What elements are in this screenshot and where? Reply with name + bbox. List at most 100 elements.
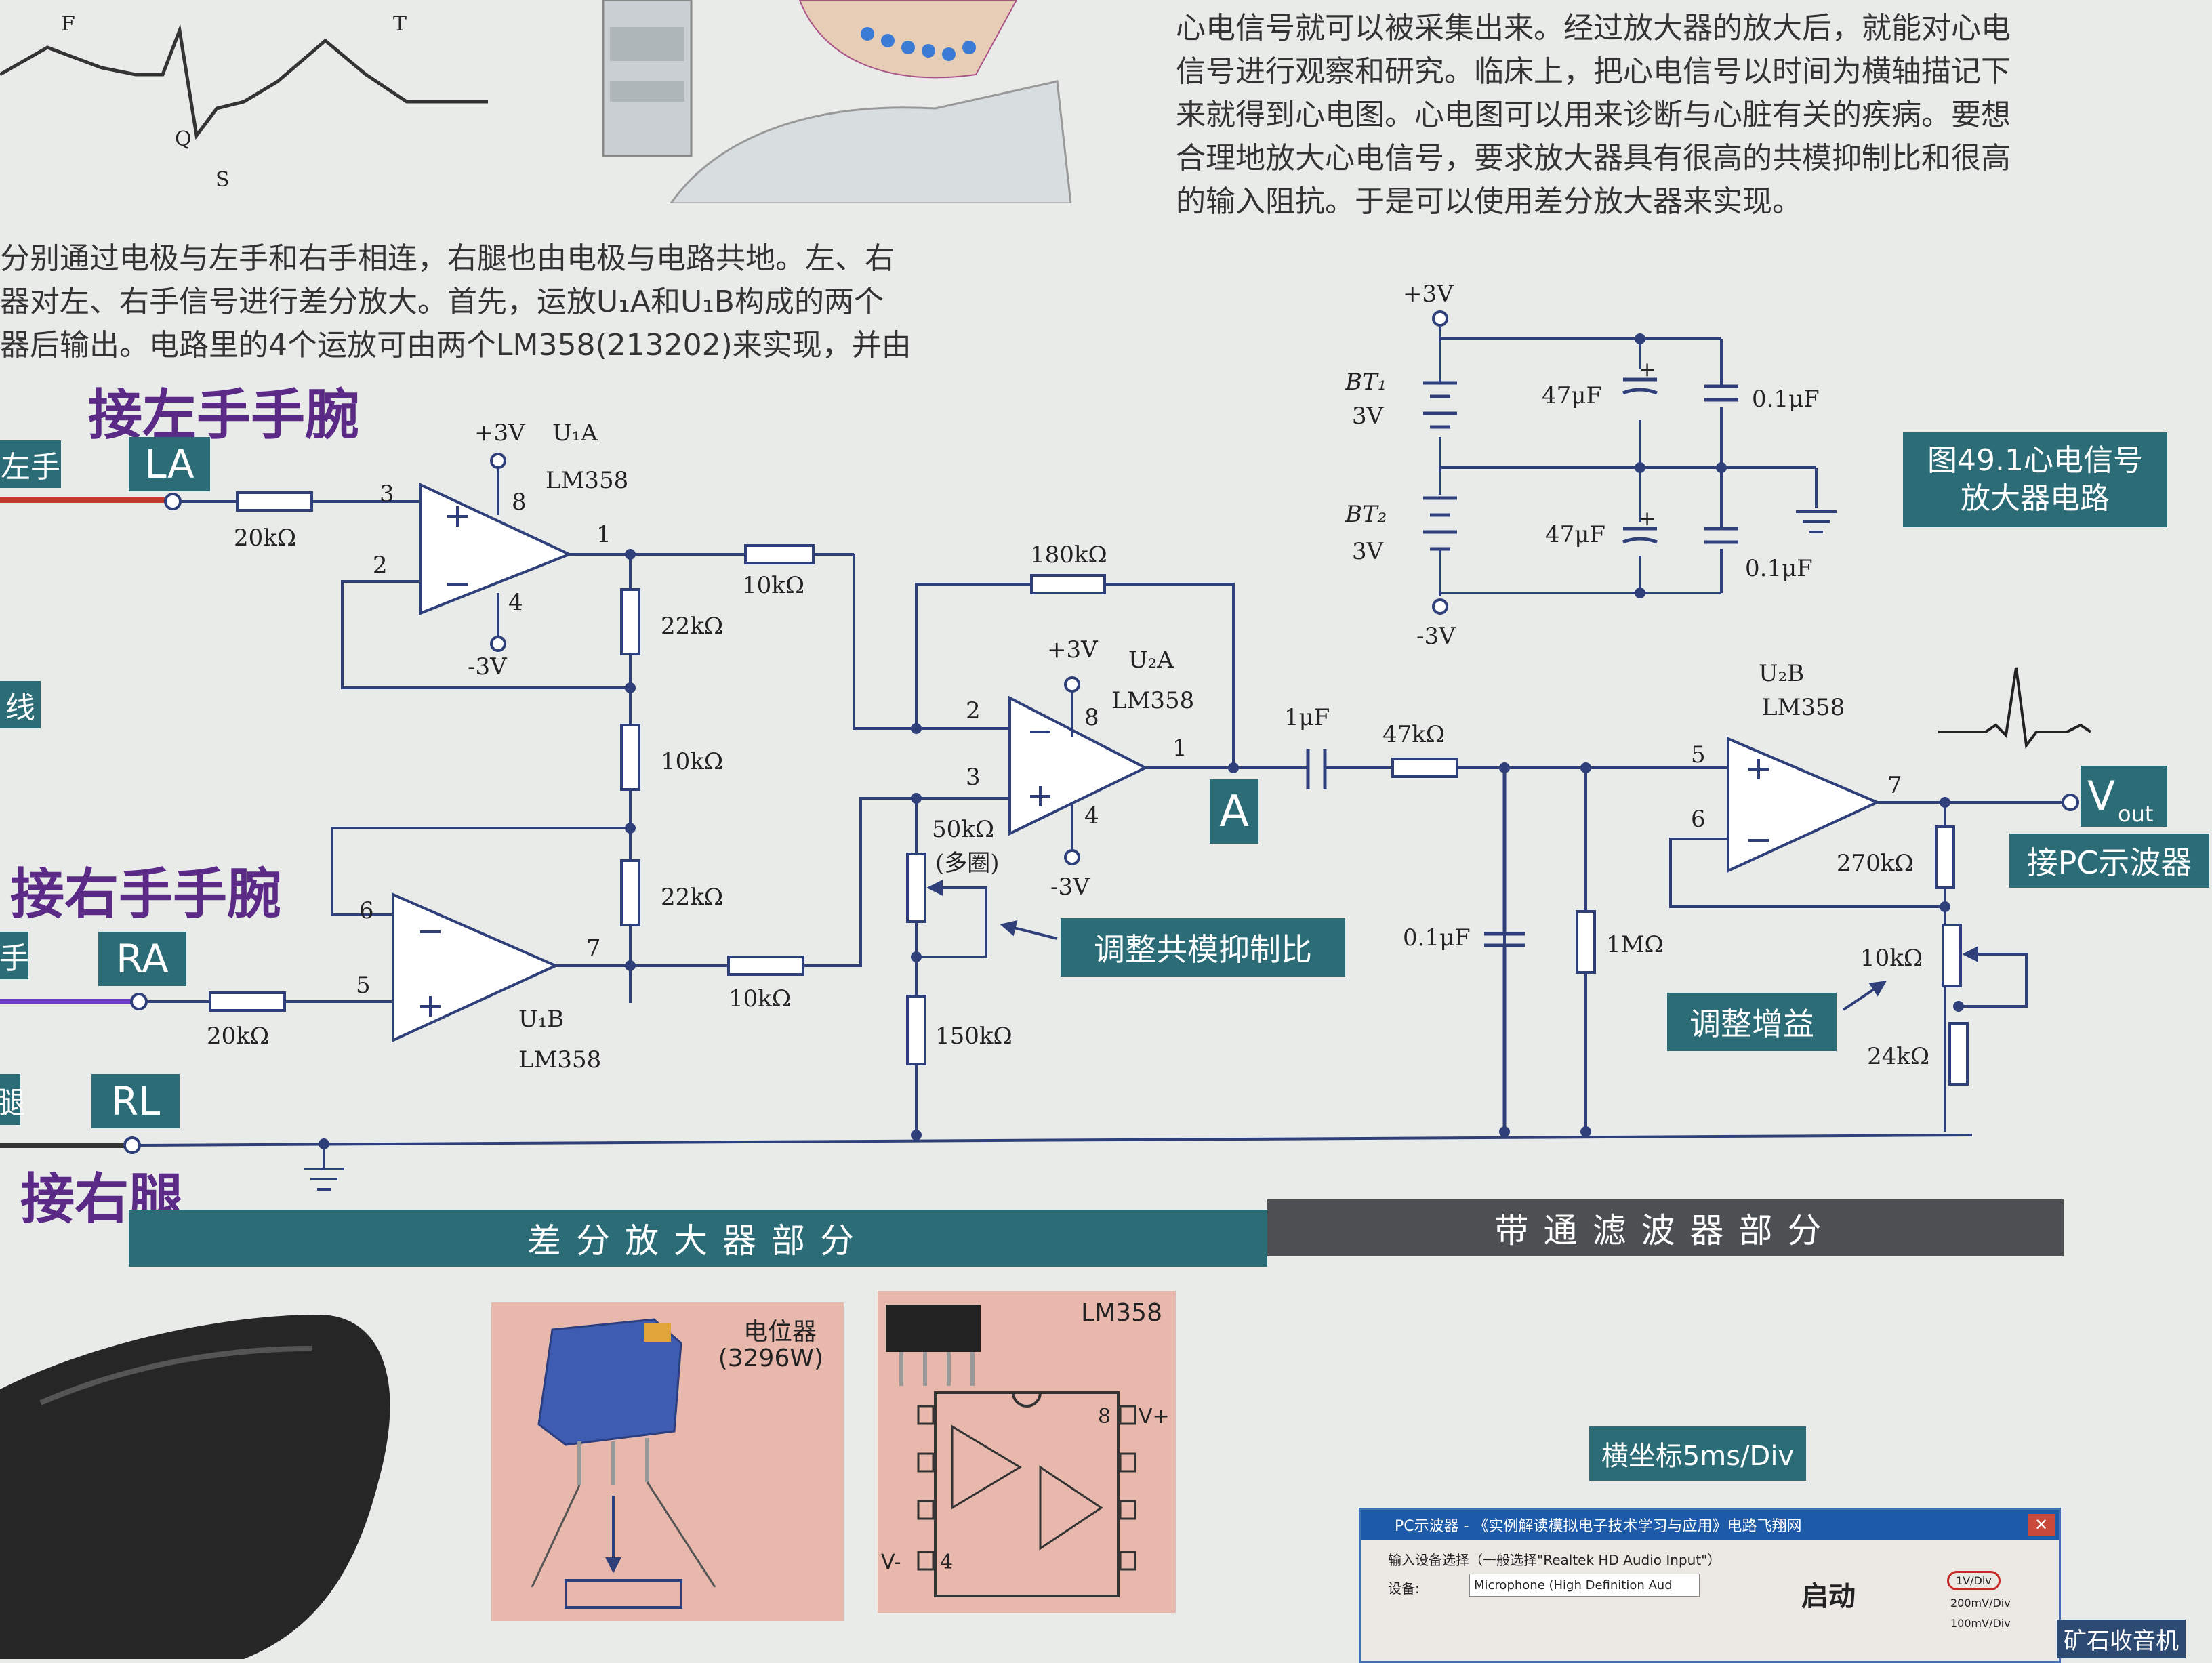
psu-bt1: BT₁: [1345, 369, 1387, 396]
r-10k-mid-label: 10kΩ: [661, 748, 723, 775]
resistor-20k-la: [236, 491, 313, 512]
u2a-pin2: 2: [966, 697, 981, 724]
ecg-label-s: S: [216, 168, 230, 190]
node-a-tag: A: [1210, 779, 1258, 844]
c-01u-label: 0.1μF: [1403, 924, 1471, 951]
psu-c3: 47μF: [1545, 521, 1605, 548]
scope-option-1v[interactable]: 1V/Div: [1947, 1571, 2001, 1590]
chip-pin4: 4: [940, 1551, 953, 1574]
chip-v-plus: V+: [1139, 1405, 1170, 1429]
resistor-10k-a: [744, 544, 815, 564]
x-axis-note-tag: 横坐标5ms/Div: [1589, 1426, 1806, 1481]
vout-tag: [2081, 766, 2167, 827]
psu-vplus: +3V: [1403, 281, 1454, 308]
opamp-u2b: [1727, 736, 1881, 874]
resistor-47k: [1391, 758, 1458, 778]
cmrr-note-tag: 调整共模抑制比: [1061, 918, 1345, 977]
resistor-1m: [1576, 910, 1596, 974]
tag-left-edge-2: 线: [0, 681, 41, 728]
resistor-10k-b: [727, 956, 804, 976]
psu-bt2: BT₂: [1345, 501, 1387, 528]
vout-sub: out: [2118, 801, 2153, 827]
watermark: 矿石收音机: [2057, 1620, 2186, 1658]
resistor-180k: [1030, 574, 1106, 594]
pot-title: 电位器: [743, 1318, 817, 1346]
ecg-top-illustration: F T Q S: [0, 12, 488, 190]
tag-la: LA: [129, 437, 210, 491]
label-left-wrist: 接左手手腕: [88, 384, 359, 447]
para-line: 信号进行观察和研究。临床上，把心电信号以时间为横轴描记下: [1176, 54, 2011, 89]
u1a-pin1: 1: [596, 521, 611, 548]
r-10k-b-label: 10kΩ: [729, 985, 791, 1012]
u2a-pin3: 3: [966, 764, 981, 791]
tag-left-edge-1: 左手: [0, 440, 61, 488]
pot-10k: [1942, 924, 1962, 987]
para-line: 分别通过电极与左手和右手相连，右腿也由电极与电路共地。左、右: [0, 241, 895, 276]
tag-left-edge-3: 手: [0, 932, 29, 979]
c-1u-label: 1μF: [1284, 704, 1330, 731]
scope-option-200mv[interactable]: 200mV/Div: [1950, 1597, 2011, 1609]
r-47k-label: 47kΩ: [1382, 721, 1445, 748]
band-bandpass: 带通滤波器部分: [1267, 1199, 2064, 1256]
pot-10k-label: 10kΩ: [1860, 945, 1923, 972]
psu-c2: 0.1μF: [1752, 386, 1820, 413]
u1b-pin6: 6: [359, 897, 374, 924]
chip-title: LM358: [1081, 1299, 1162, 1327]
para-line: 的输入阻抗。于是可以使用差分放大器来实现。: [1176, 184, 1802, 219]
u1a-pin2: 2: [373, 552, 388, 579]
u1b-pin7: 7: [586, 935, 601, 962]
para-line: 来就得到心电图。心电图可以用来诊断与心脏有关的疾病。要想: [1176, 98, 2011, 132]
scope-close-button[interactable]: ✕: [2028, 1514, 2055, 1536]
resistor-20k-ra: [209, 991, 286, 1012]
lm358-photo-panel: LM358 8 V+ 4 V-: [878, 1291, 1176, 1613]
scope-device-select[interactable]: Microphone (High Definition Aud: [1469, 1574, 1700, 1597]
scope-start-button[interactable]: 启动: [1801, 1581, 1856, 1612]
r-10k-a-label: 10kΩ: [742, 572, 804, 599]
opamp-u2a: [1008, 691, 1149, 850]
vout-label: V: [2087, 773, 2115, 820]
psu-bt2-v: 3V: [1352, 538, 1385, 565]
tag-rl: RL: [91, 1074, 180, 1128]
rl-terminal: [123, 1136, 141, 1154]
resistor-270k: [1935, 825, 1955, 889]
pot-drawing: [531, 1318, 716, 1609]
pot-50k-label: 50kΩ: [932, 816, 994, 843]
chip-pin8: 8: [1098, 1405, 1111, 1429]
scope-title-bar: PC示波器 - 《实例解读模拟电子技术学习与应用》电路飞翔网: [1361, 1510, 2059, 1540]
u2a-pin8: 8: [1084, 704, 1099, 731]
u1b-name: U₁B: [518, 1006, 564, 1033]
svg-text:+: +: [1639, 358, 1656, 382]
tag-ra: RA: [98, 932, 186, 986]
u2a-model: LM358: [1111, 687, 1194, 714]
r-150k-label: 150kΩ: [935, 1023, 1012, 1050]
u1b-pin5: 5: [356, 972, 371, 999]
lm358-drawing: 8 V+ 4 V-: [881, 1305, 1170, 1597]
scope-device-value: Microphone (High Definition Aud: [1474, 1578, 1673, 1593]
u2a-pin1: 1: [1172, 735, 1187, 762]
ecg-label-t: T: [393, 12, 407, 36]
psu-vminus: -3V: [1416, 623, 1456, 650]
la-terminal: [164, 493, 182, 510]
gain-note-tag: 调整增益: [1667, 993, 1837, 1051]
pot-model: (3296W): [718, 1344, 823, 1372]
scope-device-label: 设备:: [1388, 1580, 1420, 1597]
u2a-pin4: 4: [1084, 802, 1099, 829]
figure-caption-line-2: 放大器电路: [1961, 481, 2110, 516]
ground-rail: [138, 1134, 1973, 1147]
u1a-pin3: 3: [380, 480, 394, 508]
patient-illustration: [602, 0, 1072, 203]
u1a-pin8: 8: [512, 489, 527, 516]
resistor-22k-top: [620, 588, 640, 655]
pc-scope-window: PC示波器 - 《实例解读模拟电子技术学习与应用》电路飞翔网 ✕ 输入设备选择（…: [1359, 1508, 2061, 1663]
svg-text:+: +: [1639, 507, 1656, 531]
figure-caption-line-1: 图49.1心电信号: [1927, 443, 2143, 478]
ecg-label-f: F: [61, 12, 75, 36]
band-diff-amp: 差分放大器部分: [129, 1210, 1267, 1267]
r-1m-label: 1MΩ: [1606, 931, 1664, 958]
paragraph-left: 分别通过电极与左手和右手相连，右腿也由电极与电路共地。左、右 器对左、右手信号进…: [0, 237, 912, 367]
u2b-pin5: 5: [1691, 741, 1706, 768]
chip-v-minus: V-: [881, 1551, 901, 1574]
scope-input-label: 输入设备选择（一般选择"Realtek HD Audio Input"）: [1388, 1552, 1721, 1568]
scope-option-100mv[interactable]: 100mV/Div: [1950, 1617, 2011, 1630]
u1a-vminus: -3V: [468, 653, 508, 680]
